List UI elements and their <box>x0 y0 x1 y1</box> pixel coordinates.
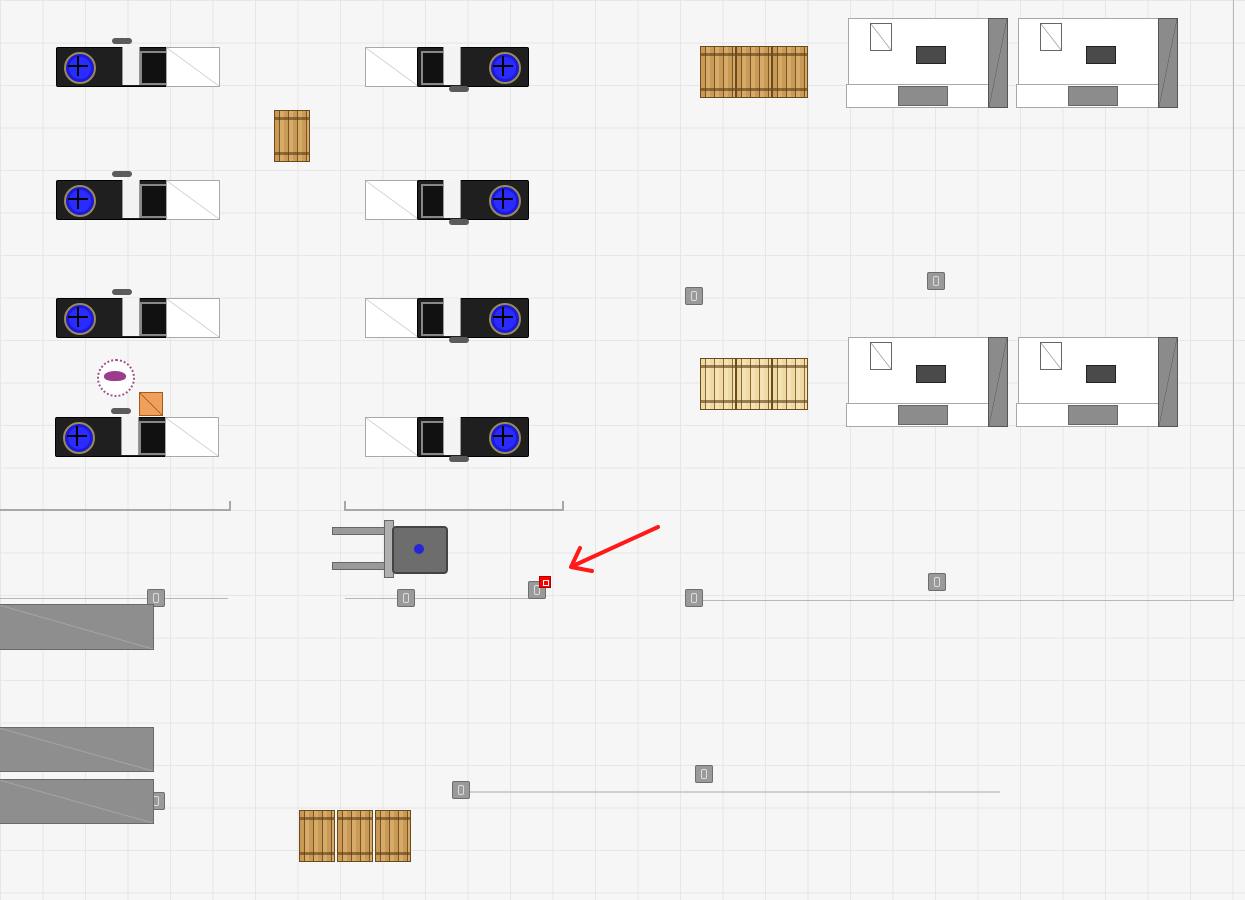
boundary-line-mid <box>345 598 545 599</box>
sensor-node[interactable] <box>147 589 165 607</box>
sensor-node[interactable] <box>927 272 945 290</box>
workstation-7[interactable] <box>365 297 529 343</box>
workstation-4[interactable] <box>55 408 219 457</box>
workstation-1[interactable] <box>56 38 220 87</box>
orange-box[interactable] <box>139 392 163 416</box>
workstation-3[interactable] <box>56 289 220 338</box>
operator-avatar[interactable] <box>97 359 135 397</box>
workstation-8[interactable] <box>365 416 529 462</box>
conveyor-2[interactable] <box>0 727 154 772</box>
pallet[interactable] <box>700 358 736 410</box>
sensor-node[interactable] <box>685 287 703 305</box>
conveyor-line-bottom <box>465 791 1000 793</box>
wheel-icon <box>489 185 521 217</box>
conveyor-1[interactable] <box>0 604 154 650</box>
forklift-indicator-icon <box>414 544 424 554</box>
boundary-line-left <box>0 598 228 599</box>
pallet[interactable] <box>736 46 772 98</box>
pallet[interactable] <box>299 810 335 862</box>
sensor-node[interactable] <box>397 589 415 607</box>
wheel-icon <box>489 52 521 84</box>
conveyor-3[interactable] <box>0 779 154 824</box>
wheel-icon <box>64 303 96 335</box>
wheel-icon <box>64 52 96 84</box>
pallet[interactable] <box>772 46 808 98</box>
sensor-node[interactable] <box>685 589 703 607</box>
boundary-right-line <box>1233 0 1234 601</box>
shelf-bracket-center <box>344 501 564 511</box>
wheel-icon <box>489 303 521 335</box>
pallet[interactable] <box>375 810 411 862</box>
wheel-icon <box>64 185 96 217</box>
pallet[interactable] <box>772 358 808 410</box>
sensor-node[interactable] <box>695 765 713 783</box>
workstation-5[interactable] <box>365 46 529 92</box>
wheel-icon <box>489 422 521 454</box>
pallet[interactable] <box>274 110 310 162</box>
pallet[interactable] <box>337 810 373 862</box>
pallet[interactable] <box>700 46 736 98</box>
forklift[interactable] <box>332 520 448 578</box>
highlight-marker[interactable] <box>539 576 551 588</box>
storage-rack-3[interactable] <box>846 337 1008 427</box>
sensor-node[interactable] <box>928 573 946 591</box>
workstation-2[interactable] <box>56 171 220 220</box>
boundary-bottom-line <box>703 600 1234 601</box>
shelf-bracket-left <box>0 501 231 511</box>
pallet[interactable] <box>736 358 772 410</box>
wheel-icon <box>63 422 95 454</box>
storage-rack-2[interactable] <box>1016 18 1178 108</box>
sensor-node[interactable] <box>452 781 470 799</box>
storage-rack-1[interactable] <box>846 18 1008 108</box>
storage-rack-4[interactable] <box>1016 337 1178 427</box>
workstation-6[interactable] <box>365 179 529 225</box>
